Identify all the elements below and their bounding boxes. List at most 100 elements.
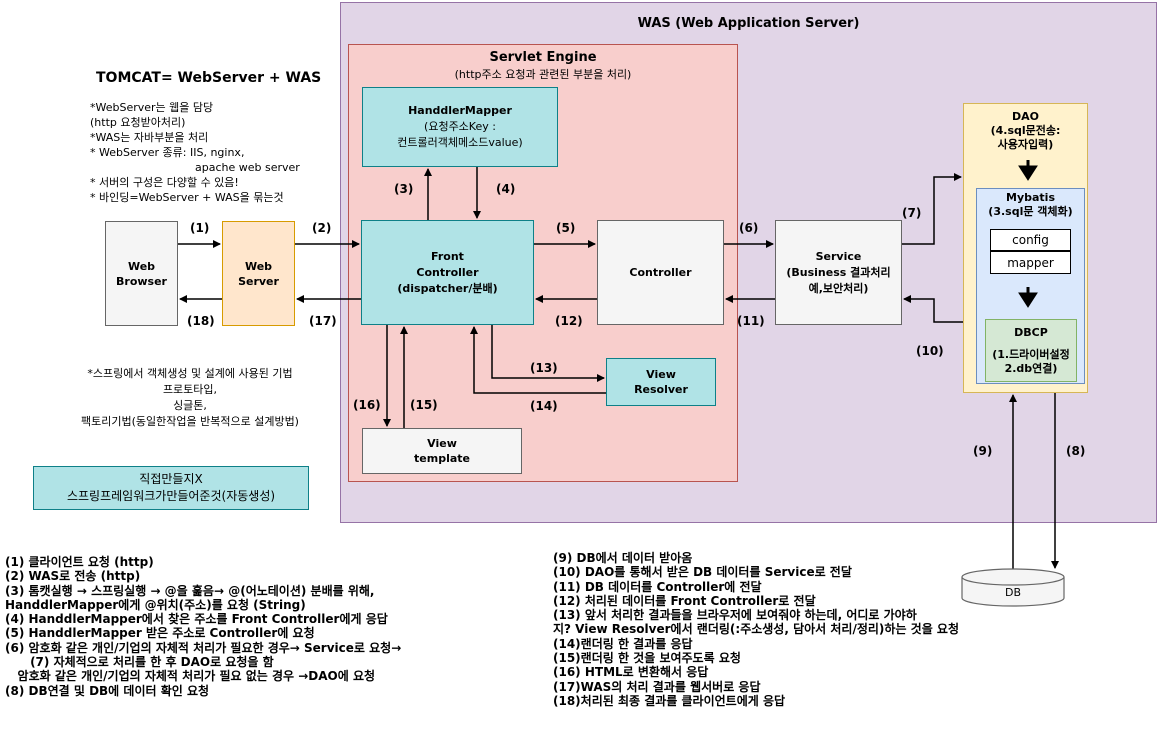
arrow-7 — [902, 173, 962, 245]
box-label: mapper — [1007, 255, 1054, 270]
legend-line: 직접만들지X — [139, 472, 203, 486]
box-label: Web — [127, 259, 156, 273]
arrow-label-16: (16) — [353, 398, 381, 412]
box-label: 2.db연결) — [1004, 361, 1058, 375]
box-label: config — [1012, 233, 1049, 247]
step-item: (5) HanddlerMapper 받은 주소로 Controller에 요청 — [5, 626, 315, 641]
step-item: (10) DAO를 통해서 받은 DB 데이터를 Service로 전달 — [553, 565, 852, 580]
step-item: (2) WAS로 전송 (http) — [5, 569, 141, 584]
step-item: (14)랜더링 한 결과를 응답 — [553, 636, 693, 651]
box-label: Mybatis — [1006, 191, 1055, 204]
box-label: (dispatcher/분배) — [397, 281, 498, 295]
config-box: config — [990, 229, 1071, 251]
box-label: View — [427, 437, 457, 450]
box-label: 사용자입력) — [997, 138, 1054, 151]
arrow-10 — [903, 295, 963, 323]
note-line: 팩토리기법(동일한작업을 반복적으로 설계방법) — [81, 415, 299, 428]
steps-list-right: (9) DB에서 데이터 받아옴 (10) DAO를 통해서 받은 DB 데이터… — [553, 551, 959, 708]
step-item: (8) DB연결 및 DB에 데이터 확인 요청 — [5, 683, 210, 698]
box-label: (요청주소Key : — [424, 120, 496, 133]
handler-mapper-box: HanddlerMapper (요청주소Key : 컨트롤러객체메소드value… — [362, 87, 558, 167]
arrow-label-7: (7) — [902, 206, 922, 220]
dao-label: DAO (4.sql문전송: 사용자입력) — [963, 110, 1088, 152]
step-item: (1) 클라이언트 요청 (http) — [5, 555, 154, 569]
box-label: (1.드라이버설정 — [992, 347, 1070, 361]
box-label: Service — [815, 249, 862, 263]
note-line: (http 요청받아처리) — [90, 116, 186, 129]
dao-flow-arrows — [1018, 160, 1038, 308]
box-label: DAO — [1012, 110, 1039, 123]
step-item: (3) 톰캣실행 → 스프링실행 → @을 훑음→ @(어노테이션) 분배를 위… — [5, 583, 375, 598]
box-label: 예,보안처리) — [808, 281, 869, 295]
note-line: *스프링에서 객체생성 및 설계에 사용된 기법 — [87, 367, 293, 380]
dbcp-box: DBCP (1.드라이버설정 2.db연결) — [985, 319, 1077, 382]
arrow-label-9: (9) — [973, 444, 993, 458]
step-item: (9) DB에서 데이터 받아옴 — [553, 551, 693, 565]
step-item: (11) DB 데이터를 Controller에 전달 — [553, 579, 762, 594]
front-controller-box: Front Controller (dispatcher/분배) — [361, 220, 534, 325]
step-item: 암호화 같은 개인/기업의 자체적 처리가 필요 없는 경우 →DAO에 요청 — [5, 669, 376, 684]
note-line: apache web server — [195, 161, 300, 174]
web-browser-box: Web Browser — [105, 221, 178, 326]
service-box: Service (Business 결과처리 예,보안처리) — [775, 220, 902, 325]
step-item: (12) 처리된 데이터를 Front Controller로 전달 — [553, 593, 816, 608]
step-item: 지? View Resolver에서 랜더링(:주소생성, 담아서 처리/정리)… — [553, 622, 960, 637]
arrow-label-12: (12) — [555, 314, 583, 328]
arrow-13 — [491, 325, 605, 382]
step-item: (15)랜더링 한 것을 보여주도록 요청 — [553, 651, 741, 666]
arrow-label-6: (6) — [739, 221, 759, 235]
box-label: HanddlerMapper — [408, 104, 512, 117]
box-label: Server — [238, 274, 279, 288]
view-resolver-box: View Resolver — [606, 358, 716, 406]
legend-spring-generated: 직접만들지X 스프링프레임워크가만들어준것(자동생성) — [33, 466, 309, 510]
step-item: (6) 암호화 같은 개인/기업의 자체적 처리가 필요한 경우→ Servic… — [5, 640, 402, 655]
note-line: *WebServer는 웹을 담당 — [90, 101, 214, 114]
box-label: Browser — [116, 274, 167, 288]
arrow-label-2: (2) — [312, 221, 332, 235]
box-label: View — [646, 368, 676, 381]
arrow-label-8: (8) — [1066, 444, 1086, 458]
box-label: 컨트롤러객체메소드value) — [397, 136, 523, 149]
step-item: (4) HanddlerMapper에서 찾은 주소를 Front Contro… — [5, 612, 388, 627]
web-server-box: Web Server — [222, 221, 295, 326]
servlet-engine-title: Servlet Engine — [489, 50, 597, 65]
servlet-engine-subtitle: (http주소 요청과 관련된 부분을 처리) — [454, 68, 632, 81]
step-item: (7) 자체적으로 처리를 한 후 DAO로 요청을 함 — [5, 655, 274, 670]
box-label: Resolver — [634, 383, 688, 396]
step-item: (17)WAS의 처리 결과를 웹서버로 응답 — [553, 679, 761, 694]
db-label: DB — [1004, 586, 1022, 599]
arrow-label-10: (10) — [916, 344, 944, 358]
arrow-label-4: (4) — [496, 182, 516, 196]
arrow-label-15: (15) — [410, 398, 438, 412]
box-label: DBCP — [1014, 325, 1048, 339]
db-cylinder — [961, 568, 1065, 607]
arrow-14 — [470, 326, 606, 394]
box-label: Controller — [629, 266, 692, 279]
legend-line: 스프링프레임워크가만들어준것(자동생성) — [66, 489, 276, 503]
note-line: 프로토타입, — [162, 383, 218, 396]
box-label: template — [414, 452, 470, 465]
arrow-label-18: (18) — [187, 314, 215, 328]
arrow-label-5: (5) — [556, 221, 576, 235]
box-label: Web — [244, 259, 273, 273]
controller-box: Controller — [597, 220, 724, 325]
arrow-label-1: (1) — [190, 221, 210, 235]
note-line: *WAS는 자바부분을 처리 — [90, 131, 209, 144]
arrow-label-14: (14) — [530, 399, 558, 413]
tomcat-title: TOMCAT= WebServer + WAS — [96, 70, 322, 86]
spring-pattern-notes: *스프링에서 객체생성 및 설계에 사용된 기법 프로토타입, 싱글톤, 팩토리… — [40, 366, 340, 430]
note-line: * WebServer 종류: IIS, nginx, — [90, 146, 245, 159]
arrow-label-13: (13) — [530, 361, 558, 375]
steps-list-left: (1) 클라이언트 요청 (http) (2) WAS로 전송 (http) (… — [5, 555, 401, 698]
box-label: Front — [431, 249, 464, 263]
box-label: Controller — [416, 265, 479, 279]
mybatis-label: Mybatis (3.sql문 객체화) — [976, 191, 1085, 219]
arrow-label-17: (17) — [309, 314, 337, 328]
step-item: (18)처리된 최종 결과를 클라이언트에게 응답 — [553, 693, 786, 708]
step-item: HanddlerMapper에게 @위치(주소)를 요청 (String) — [5, 597, 306, 612]
box-label: (3.sql문 객체화) — [988, 205, 1073, 218]
box-label: (4.sql문전송: — [990, 124, 1061, 137]
note-line: * 서버의 구성은 다양할 수 있음! — [90, 176, 239, 189]
view-template-box: View template — [362, 428, 522, 474]
